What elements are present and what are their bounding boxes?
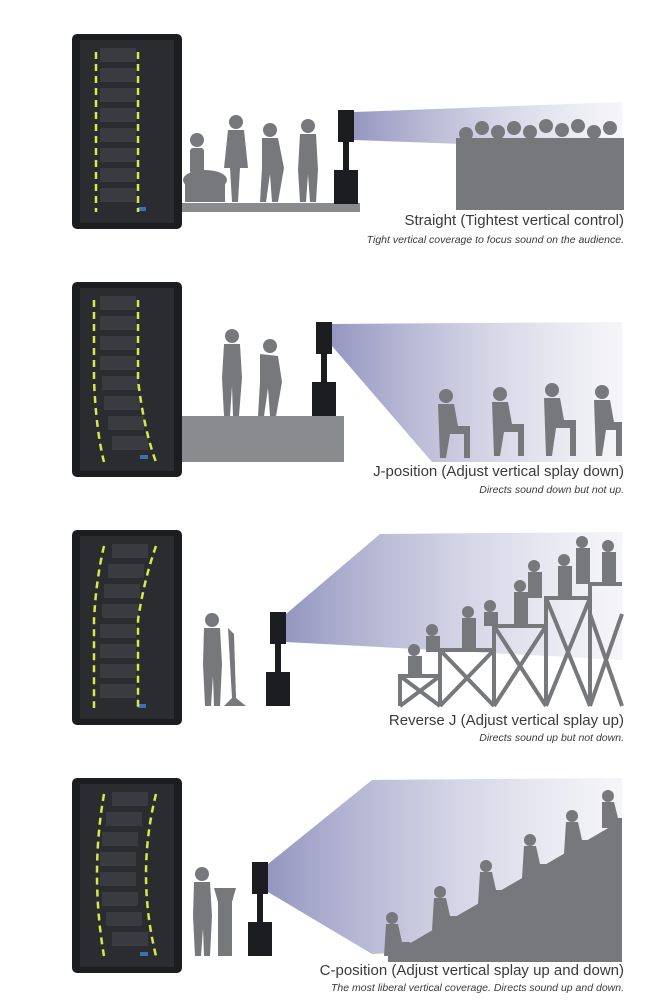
panel-title: Reverse J (Adjust vertical splay up): [388, 712, 624, 729]
audience-silhouette-icon: [384, 790, 622, 956]
panel-straight: Straight (Tightest vertical control) Tig…: [0, 0, 648, 250]
panel-title: J-position (Adjust vertical splay down): [373, 463, 624, 480]
performer-silhouette-icon: [193, 867, 236, 956]
speaker-cabinet-icon: [72, 282, 182, 477]
panel-reverse-j: Reverse J (Adjust vertical splay up) Dir…: [0, 500, 648, 750]
panel-straight-illustration: [72, 34, 624, 229]
performer-silhouette-icon: [183, 115, 318, 202]
panel-subtitle: Tight vertical coverage to focus sound o…: [366, 234, 624, 246]
column-speaker-icon: [334, 110, 358, 204]
performer-silhouette-icon: [222, 329, 282, 416]
column-speaker-icon: [266, 612, 290, 706]
column-speaker-icon: [248, 862, 272, 956]
panel-title: Straight (Tightest vertical control): [404, 212, 624, 229]
panel-reverse-j-illustration: [72, 530, 624, 725]
speaker-cabinet-icon: [72, 34, 182, 229]
speaker-cabinet-icon: [72, 530, 182, 725]
panel-title: C-position (Adjust vertical splay up and…: [319, 962, 624, 979]
array-position-guide-icon: [95, 793, 158, 957]
performer-silhouette-icon: [203, 613, 246, 706]
panel-subtitle: The most liberal vertical coverage. Dire…: [331, 982, 624, 994]
array-position-guide-icon: [94, 52, 140, 212]
sound-beam-icon: [332, 322, 622, 462]
panel-j-position-illustration: [72, 282, 622, 477]
stage-platform: [178, 416, 344, 462]
array-position-guide-icon: [92, 300, 158, 463]
panel-c-position-illustration: [72, 778, 622, 973]
stage-platform: [178, 203, 360, 212]
column-speaker-icon: [312, 322, 336, 416]
panel-c-position: C-position (Adjust vertical splay up and…: [0, 750, 648, 1000]
audience-silhouette-icon: [438, 383, 622, 458]
array-position-guide-icon: [92, 545, 158, 708]
audience-silhouette-icon: [408, 536, 616, 676]
panel-subtitle: Directs sound up but not down.: [479, 732, 624, 744]
panel-j-position: J-position (Adjust vertical splay down) …: [0, 250, 648, 500]
audience-silhouette-icon: [456, 119, 624, 210]
speaker-cabinet-icon: [72, 778, 182, 973]
panel-subtitle: Directs sound down but not up.: [479, 484, 624, 496]
